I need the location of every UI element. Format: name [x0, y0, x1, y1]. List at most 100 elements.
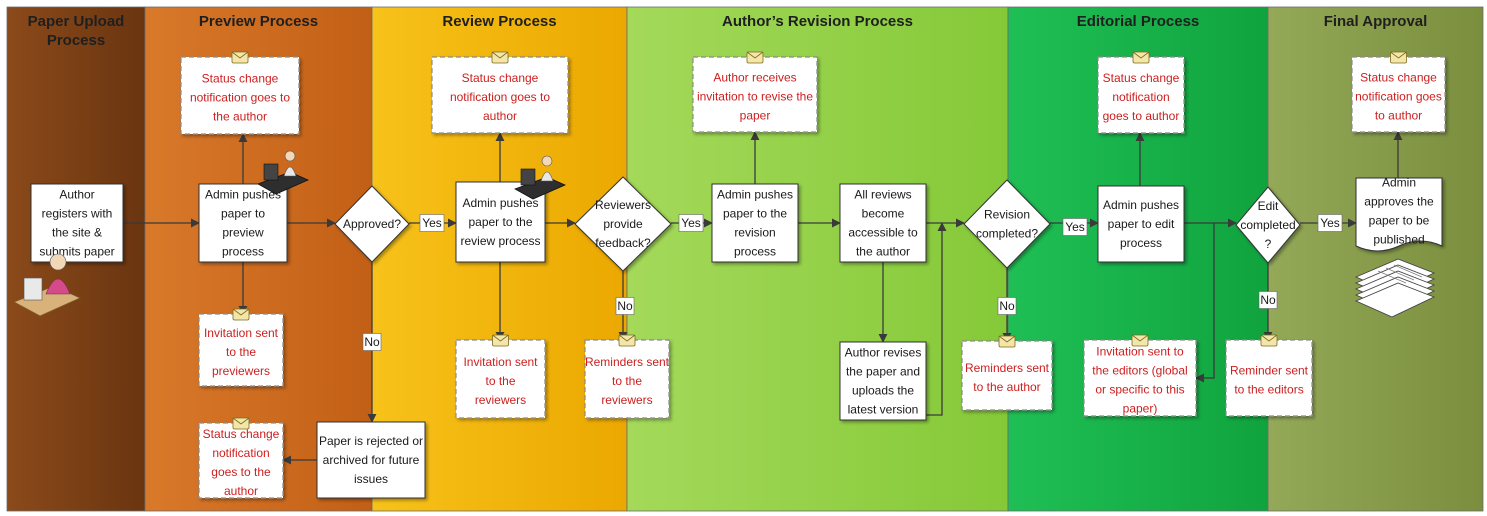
node-text-line: Author receives — [713, 71, 796, 85]
flow-arrow — [1195, 223, 1215, 383]
node-text-line: Status change — [1360, 71, 1437, 85]
node-text-line: the site & — [52, 226, 102, 240]
process-box — [839, 341, 927, 421]
process-box — [316, 421, 426, 499]
lane-title: Editorial Process — [1077, 13, 1200, 30]
node-text-line: submits paper — [39, 245, 114, 259]
decision-diamond — [574, 176, 672, 272]
node-text-line: revision — [734, 226, 775, 240]
edge-label-yes: Yes — [678, 214, 704, 232]
edge-label-bg — [1317, 214, 1343, 232]
node-text-line: or specific to this — [1095, 383, 1184, 397]
node-text-line: notification goes — [1355, 90, 1442, 104]
node-text-line: the editors (global — [1092, 364, 1187, 378]
envelope-icon — [1132, 51, 1150, 64]
node-text-line: Author revises — [845, 346, 922, 360]
envelope-icon — [231, 51, 249, 64]
node-text-line: goes to the — [211, 465, 271, 479]
envelope-icon — [491, 51, 509, 64]
node-text-line: previewers — [212, 364, 270, 378]
envelope-icon — [492, 334, 509, 347]
edge-label-no: No — [997, 297, 1017, 315]
envelope-icon — [232, 308, 250, 321]
node-text-line: become — [862, 207, 905, 221]
node-text-line: paper to the — [723, 207, 787, 221]
node-text-line: Admin pushes — [205, 188, 281, 202]
node-text-line: Paper is rejected or — [319, 434, 423, 448]
node-text-line: the paper and — [846, 365, 920, 379]
node-text-line: published — [1373, 233, 1424, 247]
process-box — [839, 183, 927, 263]
edge-label-yes: Yes — [419, 214, 445, 232]
node-text-line: author — [224, 484, 258, 498]
notification-note — [198, 422, 284, 499]
edge-label-bg — [997, 297, 1017, 315]
lane-title: Author’s Revision Process — [722, 13, 913, 30]
node-text-line: review process — [460, 234, 540, 248]
node-text-line: Approved? — [343, 217, 401, 231]
notification-note — [1351, 56, 1446, 133]
node-text-line: invitation to revise the — [697, 90, 813, 104]
node-text-line: process — [222, 245, 264, 259]
node-text-line: Status change — [203, 427, 280, 441]
node-text-line: to the editors — [1234, 383, 1303, 397]
decision-diamond — [334, 185, 410, 263]
node-text-line: issues — [354, 472, 388, 486]
node-text-line: feedback? — [595, 236, 651, 250]
notification-note — [431, 56, 569, 134]
node-text-line: paper) — [1123, 402, 1158, 416]
node-text-line: the author — [213, 110, 267, 124]
node-text-line: Status change — [202, 72, 279, 86]
node-text-line: Admin pushes — [1103, 198, 1179, 212]
node-n-status-final: Status change notification goes to author — [1351, 51, 1446, 133]
node-text-line: notification — [1112, 90, 1169, 104]
notification-note — [584, 339, 670, 419]
node-text-line: latest version — [848, 403, 919, 417]
node-text-line: author — [483, 109, 517, 123]
node-text-line: to author — [1375, 109, 1422, 123]
node-text-line: All reviews — [854, 188, 911, 202]
node-text-line: Reminder sent — [1230, 364, 1309, 378]
node-text-line: preview — [222, 226, 264, 240]
node-text-line: approves the — [1364, 195, 1434, 209]
node-text-line: paper to edit — [1108, 217, 1175, 231]
node-text-line: to the — [485, 374, 515, 388]
edge-label-bg — [678, 214, 704, 232]
edge-label-text: Yes — [422, 216, 442, 230]
edge-label-bg — [615, 297, 635, 315]
node-text-line: reviewers — [601, 393, 652, 407]
edge-label-bg — [1062, 218, 1088, 236]
node-n-remind-editors: Reminder sent to the editors — [1225, 334, 1313, 417]
notification-note — [1225, 339, 1313, 417]
node-text-line: to the author — [973, 380, 1040, 394]
edge-label-text: No — [1260, 293, 1276, 307]
notification-note — [1097, 56, 1185, 134]
edge-label-bg — [362, 333, 382, 351]
edge-label-yes: Yes — [1317, 214, 1343, 232]
node-text-line: to the — [612, 374, 642, 388]
envelope-icon — [998, 335, 1016, 348]
edge-label-text: Yes — [1320, 216, 1340, 230]
node-approved: Approved? — [334, 185, 410, 263]
envelope-icon — [1260, 334, 1278, 347]
node-text-line: registers with — [42, 207, 113, 221]
node-text-line: process — [734, 245, 776, 259]
published-papers-icon — [1354, 258, 1436, 318]
node-text-line: notification — [212, 446, 269, 460]
edge-label-no: No — [1258, 291, 1278, 309]
process-box — [30, 183, 124, 263]
flow-arrow — [926, 222, 947, 416]
edge-label-text: Yes — [1065, 220, 1085, 234]
process-box — [1097, 185, 1185, 263]
